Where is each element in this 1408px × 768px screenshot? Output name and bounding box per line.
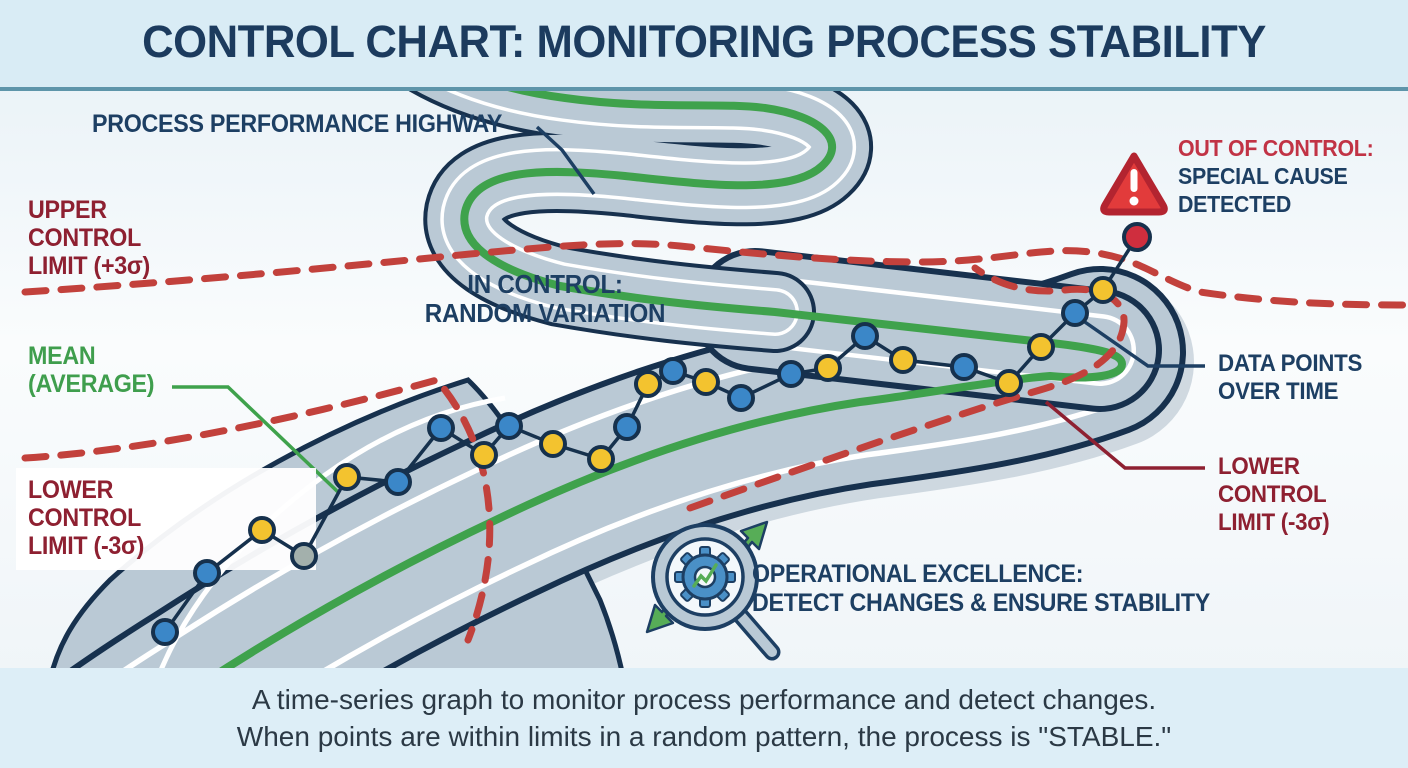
data-point-blue bbox=[777, 360, 805, 388]
operational-excellence-label: OPERATIONAL EXCELLENCE: DETECT CHANGES &… bbox=[752, 560, 1210, 618]
lower-left-line1: LOWER bbox=[28, 476, 114, 504]
lower-right-line2: CONTROL bbox=[1218, 481, 1327, 508]
data-point-blue bbox=[1061, 299, 1089, 327]
upper-limit-line2: CONTROL bbox=[28, 224, 141, 252]
data-point-yellow bbox=[248, 516, 276, 544]
warning-triangle-icon bbox=[1100, 152, 1168, 216]
data-point-yellow bbox=[587, 445, 615, 473]
highway-label: PROCESS PERFORMANCE HIGHWAY bbox=[92, 110, 503, 138]
upper-control-limit-line bbox=[21, 240, 1408, 309]
title-band bbox=[0, 0, 1408, 87]
in-control-line1: IN CONTROL: bbox=[467, 269, 623, 299]
magnifier-gear-icon bbox=[645, 520, 781, 661]
upper-limit-line1: UPPER bbox=[28, 196, 107, 224]
data-point-yellow bbox=[634, 370, 662, 398]
data-point-blue bbox=[193, 559, 221, 587]
data-point-blue bbox=[151, 618, 179, 646]
in-control-line2: RANDOM VARIATION bbox=[424, 298, 666, 328]
data-point-blue bbox=[659, 357, 687, 385]
highway-label-connector bbox=[535, 125, 596, 196]
data-point-yellow bbox=[995, 369, 1023, 397]
caption: A time-series graph to monitor process p… bbox=[0, 681, 1408, 755]
data-point-blue bbox=[950, 353, 978, 381]
data-point-blue bbox=[851, 322, 879, 350]
operational-line2: DETECT CHANGES & ENSURE STABILITY bbox=[752, 589, 1210, 617]
mean-line bbox=[97, 52, 1127, 756]
out-of-control-label: OUT OF CONTROL: SPECIAL CAUSE DETECTED bbox=[1178, 134, 1374, 218]
out-of-control-line3: DETECTED bbox=[1178, 191, 1292, 217]
in-control-label: IN CONTROL: RANDOM VARIATION bbox=[410, 270, 680, 328]
data-point-yellow bbox=[889, 346, 917, 374]
data-point-yellow bbox=[1089, 276, 1117, 304]
data-point-yellow bbox=[539, 430, 567, 458]
mean-line1: MEAN bbox=[28, 342, 96, 370]
trend-line-icon bbox=[692, 563, 718, 588]
lower-control-limit-right-label: LOWER CONTROL LIMIT (-3σ) bbox=[1218, 453, 1330, 537]
lower-control-limit-left-label: LOWER CONTROL LIMIT (-3σ) bbox=[28, 476, 144, 560]
data-point-red bbox=[1122, 222, 1152, 252]
lower-control-limit-line-right bbox=[686, 264, 1128, 512]
data-points-label-connector bbox=[1080, 318, 1205, 368]
data-point-blue bbox=[613, 413, 641, 441]
upper-limit-line3: LIMIT (+3σ) bbox=[28, 252, 150, 280]
mean-line2: (AVERAGE) bbox=[28, 370, 155, 398]
mean-label: MEAN (AVERAGE) bbox=[28, 342, 155, 398]
lower-right-line3: LIMIT (-3σ) bbox=[1218, 509, 1330, 536]
data-point-yellow bbox=[1027, 333, 1055, 361]
data-points-line2: OVER TIME bbox=[1218, 378, 1339, 405]
data-point-blue bbox=[727, 384, 755, 412]
data-point-blue bbox=[427, 414, 455, 442]
data-point-blue bbox=[384, 468, 412, 496]
wedge-lane-line bbox=[147, 395, 506, 701]
mean-label-connector bbox=[172, 385, 340, 494]
data-point-yellow bbox=[692, 368, 720, 396]
out-of-control-line1: OUT OF CONTROL: bbox=[1178, 135, 1374, 161]
upper-control-limit-label: UPPER CONTROL LIMIT (+3σ) bbox=[28, 196, 150, 280]
operational-line1: OPERATIONAL EXCELLENCE: bbox=[752, 560, 1084, 588]
caption-band bbox=[0, 668, 1408, 768]
gear-icon bbox=[674, 546, 736, 608]
caption-line1: A time-series graph to monitor process p… bbox=[251, 684, 1157, 715]
data-points-series bbox=[151, 222, 1152, 646]
data-points-label: DATA POINTS OVER TIME bbox=[1218, 350, 1362, 406]
lower-right-line1: LOWER bbox=[1218, 453, 1300, 480]
lower-left-line2: CONTROL bbox=[28, 504, 141, 532]
out-of-control-line2: SPECIAL CAUSE bbox=[1178, 163, 1348, 189]
data-points-line1: DATA POINTS bbox=[1218, 350, 1363, 377]
caption-line2: When points are within limits in a rando… bbox=[236, 721, 1172, 752]
lower-limit-right-connector bbox=[1044, 400, 1205, 470]
data-point-gray bbox=[290, 542, 318, 570]
title-divider bbox=[0, 87, 1408, 91]
lower-left-line3: LIMIT (-3σ) bbox=[28, 532, 145, 560]
lower-control-limit-line-left bbox=[21, 376, 494, 644]
page-title: CONTROL CHART: MONITORING PROCESS STABIL… bbox=[142, 16, 1266, 67]
data-point-blue bbox=[495, 412, 523, 440]
data-point-yellow bbox=[333, 463, 361, 491]
data-point-yellow bbox=[470, 441, 498, 469]
data-point-yellow bbox=[814, 354, 842, 382]
